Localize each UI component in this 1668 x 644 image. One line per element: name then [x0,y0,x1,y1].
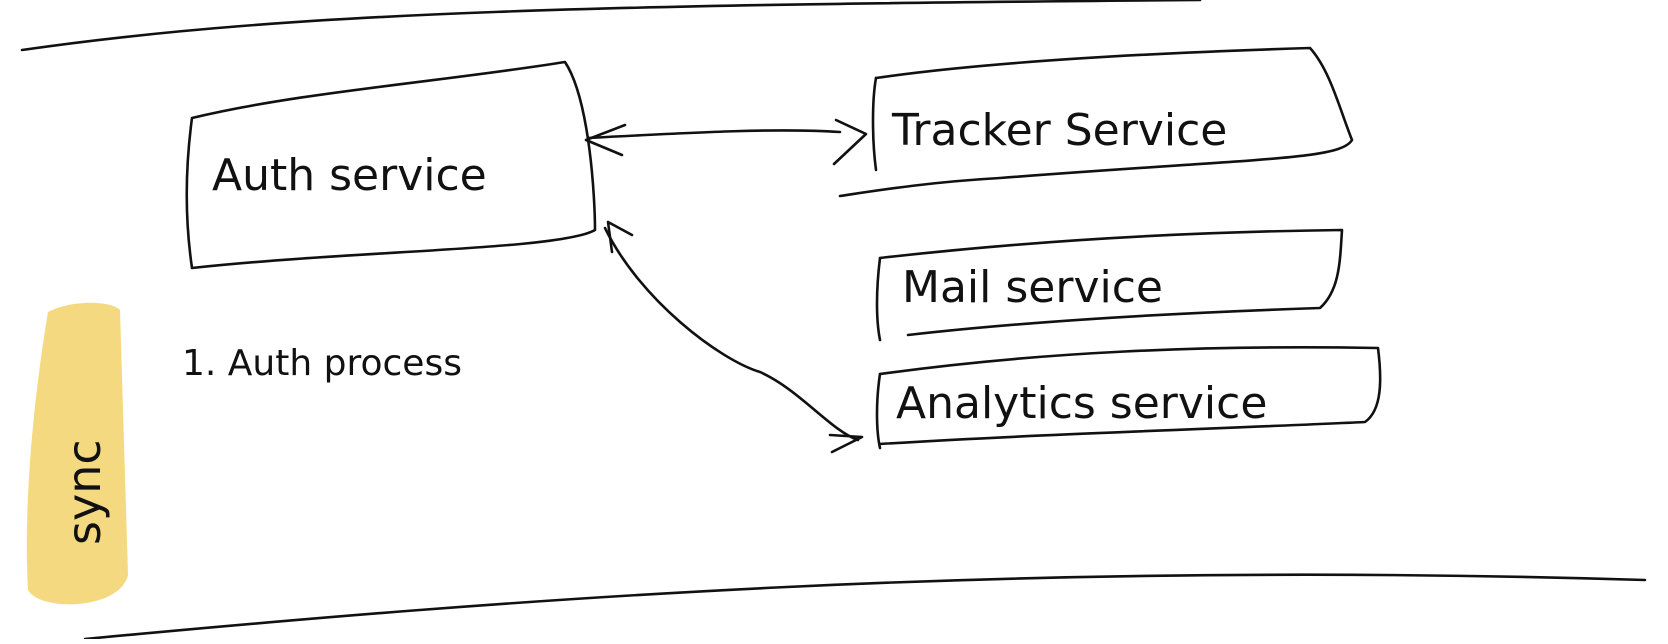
note-auth-process: 1. Auth process [182,343,462,384]
sidebar-label: sync [57,439,111,545]
tracker-service-box-left-edge [871,76,878,172]
tracker-service-box [838,46,1354,198]
highlight-strip [26,302,129,605]
mail-service-box-left-edge [875,256,882,342]
analytics-service-box-left-edge [875,372,882,450]
arrow-auth-tracker [586,129,842,140]
arrow-auth-analytics-head-bottom [828,433,864,454]
arrow-auth-analytics-head-top [606,220,634,254]
arrow-auth-tracker-head-left [584,123,627,157]
mail-service-label: Mail service [902,262,1163,313]
tracker-service-label: Tracker Service [891,105,1227,156]
arrow-auth-tracker-head-right [832,118,868,166]
arrow-auth-analytics [603,226,860,442]
mail-service-box [878,228,1344,337]
bottom-divider-line [83,573,1647,641]
analytics-service-box [878,346,1382,446]
analytics-service-label: Analytics service [896,378,1267,429]
auth-service-label: Auth service [212,150,487,201]
auth-service-box [185,60,597,270]
top-divider-line [20,0,1202,52]
